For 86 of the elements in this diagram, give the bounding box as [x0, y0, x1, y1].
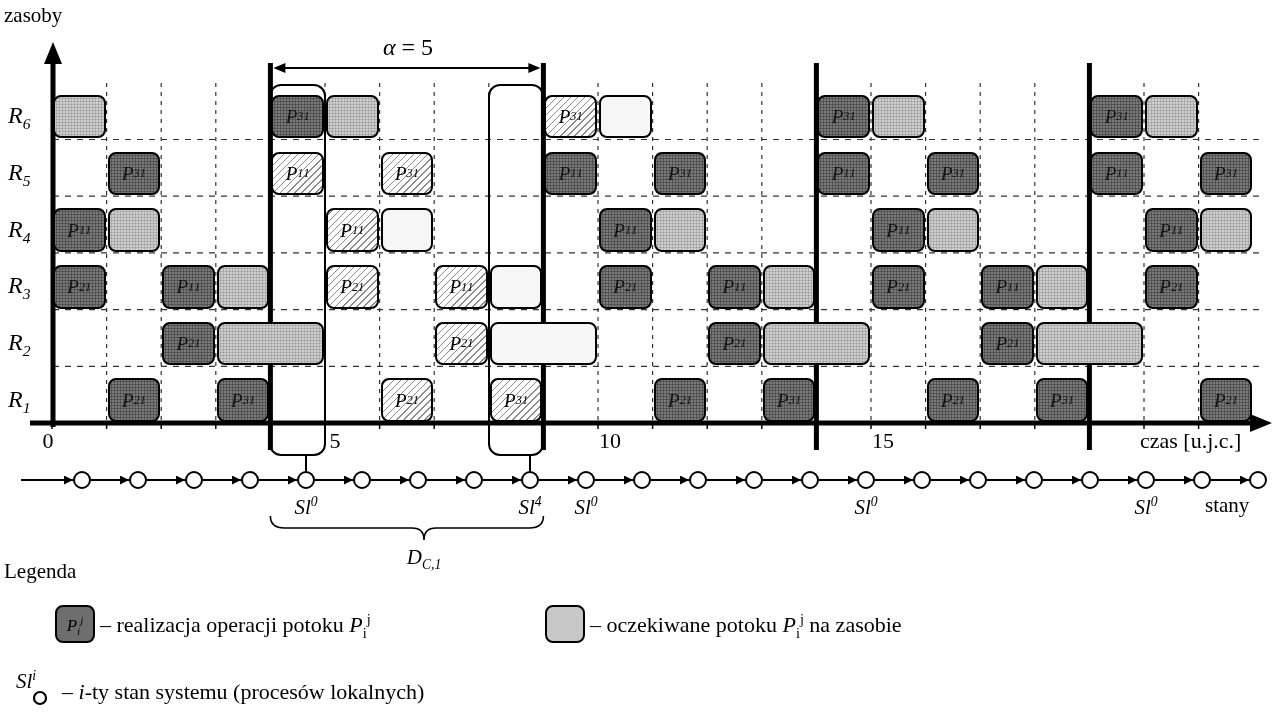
state-circle — [1081, 471, 1099, 489]
state-circle — [465, 471, 483, 489]
arrow — [482, 475, 522, 485]
state-circle — [1025, 471, 1043, 489]
state-circle — [353, 471, 371, 489]
brace-label: D$_{C,1}$ — [406, 546, 442, 573]
arrow — [986, 475, 1026, 485]
arrow — [20, 475, 74, 485]
arrow — [874, 475, 914, 485]
legend-text: – i-ty stan systemu (procesów lokalnych) — [62, 680, 425, 705]
waiting-block — [216, 264, 270, 309]
arrow — [258, 475, 298, 485]
waiting-block — [107, 208, 161, 252]
waiting-block — [1145, 94, 1198, 139]
waiting-block — [216, 321, 324, 366]
tick-label: 5 — [329, 429, 341, 454]
arrow — [314, 475, 354, 485]
row-label: R$_{6}$ — [8, 102, 31, 133]
state-circle — [1249, 471, 1267, 489]
state-circle — [1193, 471, 1211, 489]
state-circle — [241, 471, 259, 489]
connector-line — [305, 455, 307, 472]
arrow — [90, 475, 130, 485]
state-label: Sl$^{4}$ — [518, 494, 542, 520]
state-circle — [73, 471, 91, 489]
waiting-block — [326, 94, 379, 139]
state-circle — [745, 471, 763, 489]
arrow — [426, 475, 466, 485]
state-circle — [409, 471, 427, 489]
arrow — [146, 475, 186, 485]
waiting-block — [762, 264, 816, 309]
state-label: Sl$^{0}$ — [854, 494, 878, 520]
row-label: R$_{4}$ — [8, 215, 31, 246]
arrow — [818, 475, 858, 485]
axis-title: zasoby — [4, 4, 63, 28]
tick-label: 15 — [872, 429, 894, 454]
row-label: R$_{3}$ — [8, 272, 31, 303]
waiting-block — [1035, 321, 1143, 366]
waiting-block — [1035, 264, 1089, 309]
state-circle — [801, 471, 819, 489]
arrow — [1154, 475, 1194, 485]
axis-title: stany — [1205, 494, 1250, 518]
state-circle — [1137, 471, 1155, 489]
arrow — [1098, 475, 1138, 485]
arrow — [706, 475, 746, 485]
waiting-block — [762, 321, 870, 366]
arrow — [370, 475, 410, 485]
state-circle — [521, 471, 539, 489]
arrow — [762, 475, 802, 485]
state-label: Sl$^{0}$ — [294, 494, 318, 520]
state-circle — [913, 471, 931, 489]
waiting-block — [872, 94, 925, 139]
connector-line — [529, 455, 531, 472]
state-window-outline — [487, 84, 545, 456]
row-label: R$_{2}$ — [8, 328, 31, 359]
state-circle — [577, 471, 595, 489]
tick-label: 0 — [42, 429, 54, 454]
waiting-block — [653, 208, 707, 252]
row-label: R$_{5}$ — [8, 158, 31, 189]
state-circle — [185, 471, 203, 489]
tick-label: 10 — [599, 429, 621, 454]
waiting-block — [53, 94, 106, 139]
legend-title: Legenda — [4, 560, 77, 584]
state-circle — [689, 471, 707, 489]
state-circle — [857, 471, 875, 489]
state-label: Sl$^{0}$ — [1134, 494, 1158, 520]
waiting-block — [926, 208, 980, 252]
arrow — [1210, 475, 1250, 485]
waiting-block — [1199, 208, 1253, 252]
arrow — [930, 475, 970, 485]
axis-title: czas [u.j.c.] — [1140, 429, 1242, 454]
row-label: R$_{1}$ — [8, 385, 31, 416]
arrow — [594, 475, 634, 485]
state-circle — [129, 471, 147, 489]
legend-symbol-label: Sl$^{i}$ — [16, 668, 37, 694]
state-circle — [969, 471, 987, 489]
legend-text: – oczekiwane potoku P$_{i}$$^{j}$ na zasobie — [590, 612, 902, 642]
arrow — [1042, 475, 1082, 485]
state-label: Sl$^{0}$ — [574, 494, 598, 520]
dimension-label: α = 5 — [382, 34, 434, 61]
empty-slot-block — [599, 94, 652, 139]
arrow — [202, 475, 242, 485]
state-circle — [297, 471, 315, 489]
arrow — [650, 475, 690, 485]
state-circle — [633, 471, 651, 489]
arrow — [538, 475, 578, 485]
